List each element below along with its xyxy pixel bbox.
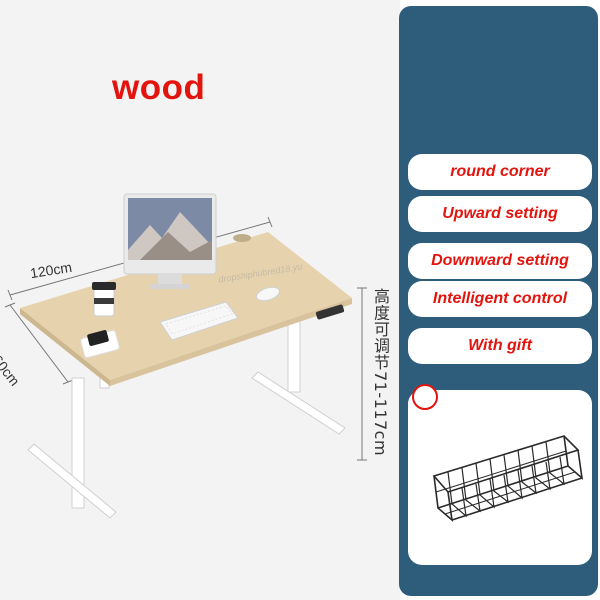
feature-upward-setting[interactable]: Upward setting bbox=[408, 196, 592, 232]
feature-intelligent-control[interactable]: Intelligent control bbox=[408, 281, 592, 317]
feature-with-gift[interactable]: With gift bbox=[408, 328, 592, 364]
feature-label: round corner bbox=[450, 163, 550, 180]
height-adjustable-text: 高度可调节 bbox=[371, 288, 390, 371]
feature-label: Downward setting bbox=[431, 252, 569, 269]
cable-tray-icon bbox=[432, 435, 584, 522]
control-panel bbox=[315, 304, 345, 320]
color-label: wood bbox=[112, 68, 206, 107]
gift-card[interactable] bbox=[408, 390, 592, 565]
feature-label: Upward setting bbox=[442, 205, 558, 222]
keyboard bbox=[159, 301, 239, 341]
feature-label: Intelligent control bbox=[432, 290, 568, 307]
monitor bbox=[123, 193, 217, 289]
mouse bbox=[255, 286, 281, 302]
feature-downward-setting[interactable]: Downward setting bbox=[408, 243, 592, 279]
feature-round-corner[interactable]: round corner bbox=[408, 154, 592, 190]
gift-indicator-dot bbox=[412, 384, 438, 410]
cable-grommet bbox=[233, 234, 251, 242]
height-range-text: 71-117cm bbox=[371, 370, 390, 456]
standing-desk-illustration bbox=[4, 193, 367, 519]
coffee-cup bbox=[92, 282, 116, 317]
phone-on-charger bbox=[80, 329, 120, 359]
height-dimension-label: 高度可调节 71-117cm bbox=[370, 288, 394, 456]
feature-label: With gift bbox=[468, 337, 532, 354]
